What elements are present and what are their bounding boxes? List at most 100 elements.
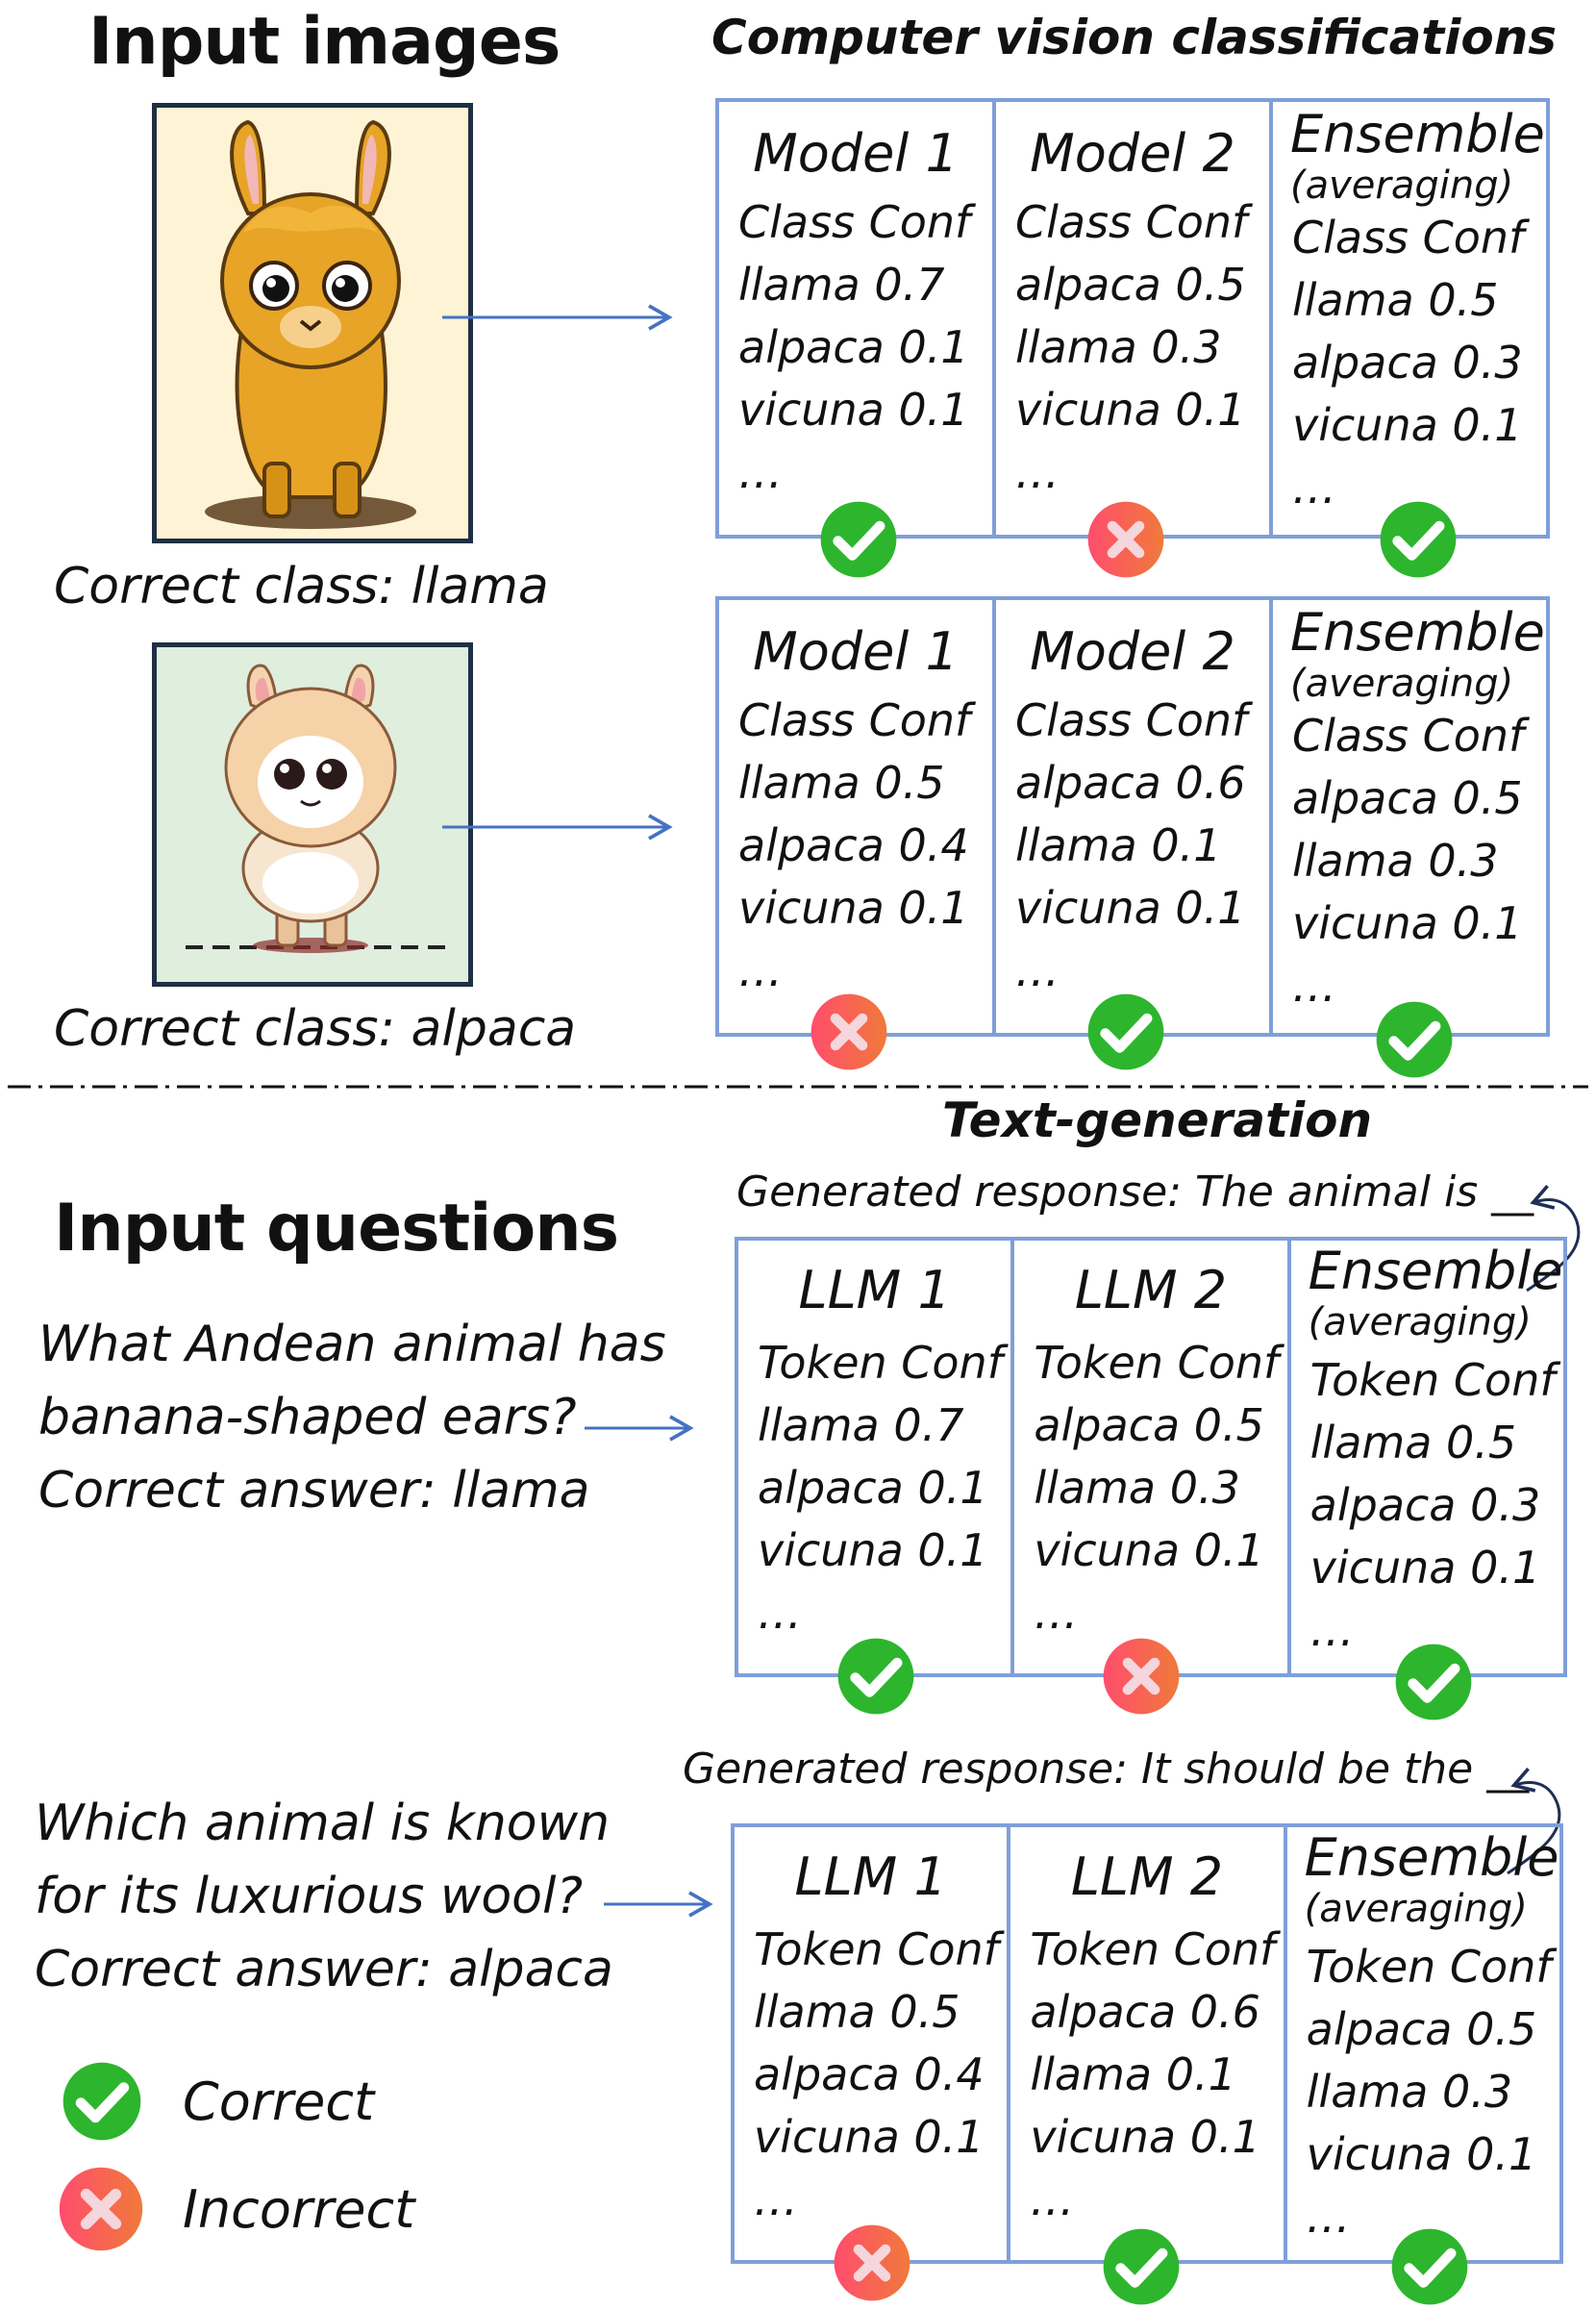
conf-row: llama 0.3 [1292,835,1499,887]
cv-panel-llama: Model 1 Class Conf llama 0.7 alpaca 0.1 … [715,98,1550,539]
conf-row: vicuna 0.1 [738,384,969,436]
conf-row: alpaca 0.5 [1306,2003,1537,2055]
question-line: for its luxurious wool? [35,1868,584,1925]
conf-row-ellipsis: … [1030,2173,1075,2225]
conf-row: vicuna 0.1 [1030,2111,1260,2163]
conf-row: llama 0.3 [1306,2066,1513,2118]
conf-row-ellipsis: … [738,446,783,498]
column-title: Model 2 [1030,621,1235,682]
input-images-heading: Input images [88,4,561,80]
question-answer: Correct answer: alpaca [35,1941,613,1998]
column-title: LLM 2 [1074,1260,1228,1320]
conf-row-ellipsis: … [738,944,783,996]
conf-row: llama 0.5 [1309,1417,1517,1469]
ensemble-subtitle: (averaging) [1308,1300,1532,1344]
text-panel-alpaca: LLM 1 Token Conf llama 0.5 alpaca 0.4 vi… [731,1823,1563,2264]
question-line: What Andean animal has [38,1316,666,1373]
check-circle-icon [1390,2227,1469,2306]
conf-row-ellipsis: … [1292,462,1336,514]
legend-incorrect-label: Incorrect [183,2178,415,2240]
question-line: banana-shaped ears? [38,1389,577,1446]
column-title: Ensemble [1290,602,1545,663]
x-circle-icon [58,2166,144,2252]
conf-row: vicuna 0.1 [1034,1524,1264,1576]
conf-row: llama 0.5 [1292,274,1499,326]
model-2-column: Model 2 Class Conf alpaca 0.6 llama 0.1 … [996,600,1273,1033]
conf-row: alpaca 0.1 [758,1462,988,1514]
conf-row: vicuna 0.1 [1015,384,1246,436]
conf-row: llama 0.1 [1015,819,1222,871]
section-divider [8,1085,1588,1089]
check-circle-icon [1102,2227,1181,2306]
ensemble-subtitle: (averaging) [1304,1887,1528,1931]
x-circle-icon [810,992,888,1071]
column-header: Class Conf [738,196,971,248]
conf-row-ellipsis: … [1015,446,1060,498]
alpaca-caption: Correct class: alpaca [54,1000,577,1058]
conf-row: llama 0.7 [738,259,945,311]
column-header: Token Conf [1030,1923,1276,1975]
conf-row: alpaca 0.4 [738,819,969,871]
conf-row: vicuna 0.1 [1306,2128,1537,2180]
check-circle-icon [1375,1000,1454,1079]
conf-row-ellipsis: … [1309,1604,1355,1656]
conf-row: llama 0.1 [1030,2048,1236,2100]
conf-row: vicuna 0.1 [738,882,969,934]
column-title: Ensemble [1290,104,1545,164]
column-header: Class Conf [738,694,971,746]
column-header: Token Conf [1309,1354,1556,1406]
model-1-column: Model 1 Class Conf llama 0.7 alpaca 0.1 … [719,102,996,535]
conf-row: vicuna 0.1 [1309,1542,1541,1594]
text-panel-llama: LLM 1 Token Conf llama 0.7 alpaca 0.1 vi… [735,1237,1567,1677]
conf-row: vicuna 0.1 [1292,399,1523,451]
conf-row: alpaca 0.6 [1030,1986,1260,2038]
llm-2-column: LLM 2 Token Conf alpaca 0.6 llama 0.1 vi… [1010,1827,1287,2260]
llm-1-column: LLM 1 Token Conf llama 0.5 alpaca 0.4 vi… [735,1827,1011,2260]
column-title: LLM 2 [1070,1846,1224,1907]
column-title: Model 2 [1030,123,1235,184]
check-circle-icon [819,500,898,579]
conf-row-ellipsis: … [1292,960,1336,1012]
column-title: Model 1 [753,621,959,682]
llama-caption: Correct class: llama [54,558,549,615]
check-circle-icon [62,2061,142,2142]
question-answer: Correct answer: llama [38,1462,590,1519]
model-1-column: Model 1 Class Conf llama 0.5 alpaca 0.4 … [719,600,996,1033]
column-title: LLM 1 [798,1260,951,1320]
ensemble-column: Ensemble (averaging) Class Conf alpaca 0… [1273,600,1546,1033]
conf-row-ellipsis: … [754,2173,798,2225]
arrow-question-1-to-llms [585,1415,694,1442]
conf-row-ellipsis: … [1034,1587,1079,1639]
x-circle-icon [833,2223,911,2302]
question-line: Which animal is known [35,1795,611,1852]
conf-row: alpaca 0.6 [1015,757,1246,809]
question-1: What Andean animal has banana-shaped ear… [38,1308,666,1527]
alpaca-image [152,642,473,987]
ensemble-subtitle: (averaging) [1290,662,1514,706]
conf-row: alpaca 0.4 [754,2048,985,2100]
conf-row: llama 0.3 [1015,321,1222,373]
conf-row: alpaca 0.1 [738,321,969,373]
conf-row-ellipsis: … [1015,944,1060,996]
question-2: Which animal is known for its luxurious … [35,1787,613,2006]
conf-row-ellipsis: … [758,1587,802,1639]
ensemble-column: Ensemble (averaging) Token Conf alpaca 0… [1287,1827,1559,2260]
conf-row: alpaca 0.5 [1292,772,1523,824]
conf-row: vicuna 0.1 [758,1524,988,1576]
arrow-question-2-to-llms [604,1891,713,1918]
legend-correct-label: Correct [183,2071,375,2132]
conf-row: alpaca 0.3 [1292,337,1523,389]
check-circle-icon [1394,1643,1473,1721]
generation-loop-arrow [1507,1767,1561,1875]
column-title: LLM 1 [794,1846,947,1907]
x-circle-icon [1102,1637,1181,1716]
ensemble-subtitle: (averaging) [1290,163,1514,208]
cv-section-title: Computer vision classifications [711,10,1558,65]
generated-response-1: Generated response: The animal is __ [736,1168,1534,1217]
conf-row: llama 0.3 [1034,1462,1240,1514]
column-title: Ensemble [1308,1241,1563,1301]
column-title: Ensemble [1304,1827,1559,1888]
conf-row: vicuna 0.1 [1292,897,1523,949]
conf-row: llama 0.5 [738,757,945,809]
arrow-llama-to-models [442,304,673,331]
